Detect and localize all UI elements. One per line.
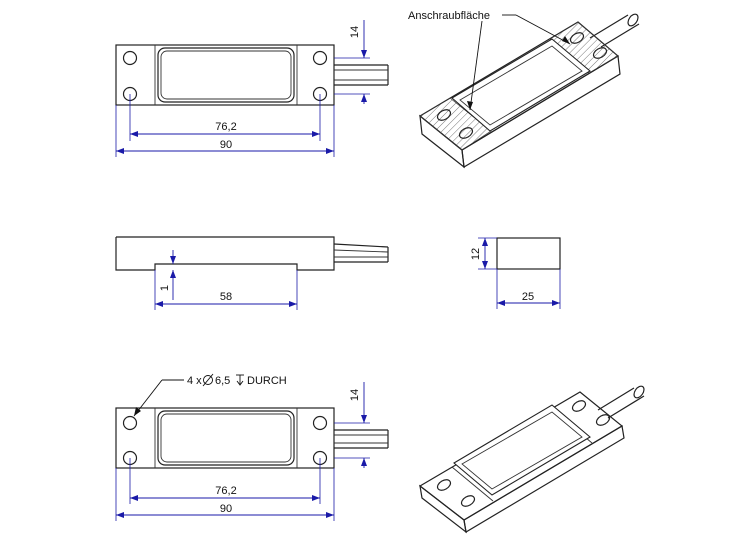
dim-top-hole-spacing: 76,2 bbox=[215, 121, 236, 133]
top-view: 14 76,2 90 bbox=[115, 20, 389, 157]
holes-note-count: 4 x bbox=[187, 375, 202, 387]
dim-side-recess-depth: 1 bbox=[159, 285, 171, 291]
mounting-surface-label: Anschraubfläche bbox=[408, 10, 490, 22]
dim-end-height: 12 bbox=[470, 248, 482, 260]
dim-top-length: 90 bbox=[220, 139, 232, 151]
dim-bottom-hole-spacing: 76,2 bbox=[215, 485, 236, 497]
dim-side-recess-length: 58 bbox=[220, 291, 232, 303]
dim-top-hole-offset: 14 bbox=[349, 26, 361, 38]
side-view: 1 58 bbox=[115, 236, 389, 310]
holes-note-diameter: 6,5 bbox=[215, 375, 230, 387]
mounting-hole bbox=[312, 50, 328, 66]
mounting-hole bbox=[122, 50, 138, 66]
holes-note-through: DURCH bbox=[247, 375, 287, 387]
dim-end-width: 25 bbox=[522, 291, 534, 303]
bottom-view: 4 x 6,5 DURCH 14 76,2 90 bbox=[115, 373, 389, 521]
depth-symbol bbox=[236, 374, 244, 386]
holes-note: 4 x bbox=[187, 375, 202, 387]
dim-bottom-length: 90 bbox=[220, 503, 232, 515]
isometric-bottom-view bbox=[418, 385, 645, 534]
mounting-hole bbox=[312, 415, 328, 431]
dim-bottom-hole-offset: 14 bbox=[349, 389, 361, 401]
mounting-hole bbox=[122, 415, 138, 431]
end-view: 12 25 bbox=[470, 237, 561, 309]
isometric-top-view: Anschraubfläche bbox=[408, 10, 640, 169]
diameter-symbol bbox=[202, 373, 214, 387]
